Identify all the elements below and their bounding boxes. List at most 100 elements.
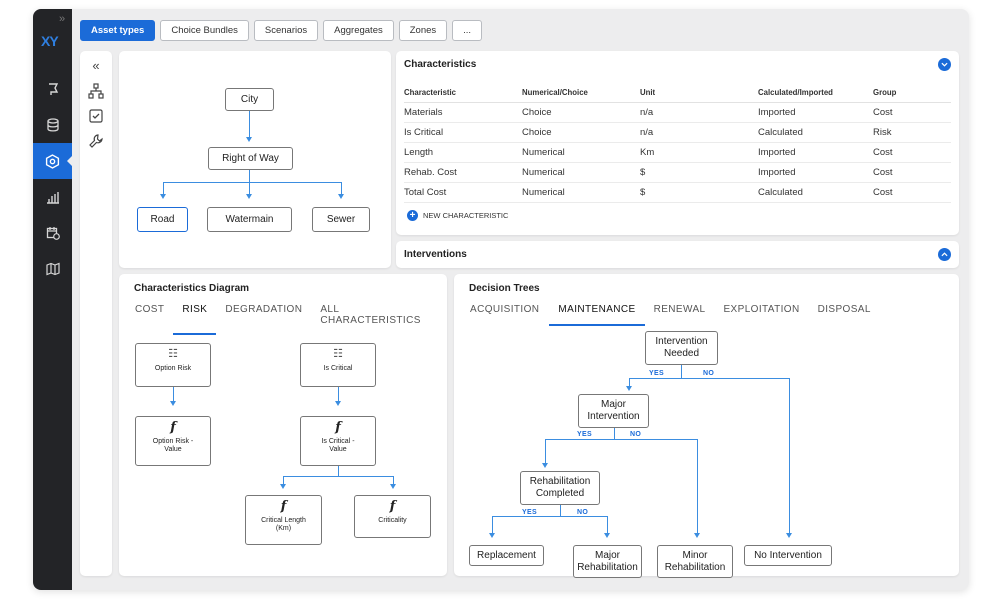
table-cell: Imported	[758, 102, 873, 123]
interventions-panel[interactable]: Interventions	[396, 241, 959, 268]
sidebar-item-flag[interactable]	[33, 71, 72, 107]
characteristics-diagram-title: Characteristics Diagram	[134, 283, 250, 294]
diagram-node-critical-length[interactable]: f Critical Length (Km)	[245, 495, 322, 545]
tab-more[interactable]: ...	[452, 20, 483, 41]
tab-zones[interactable]: Zones	[398, 20, 448, 41]
app-logo: XY	[41, 33, 59, 49]
tab-scenarios[interactable]: Scenarios	[253, 20, 319, 41]
node-label: Critical Length (Km)	[261, 516, 306, 533]
main-sidebar: » XY	[33, 9, 72, 590]
decision-arrow	[626, 386, 632, 391]
decision-trees-panel: Decision Trees ACQUISITION MAINTENANCE R…	[454, 274, 959, 578]
sidebar-item-database[interactable]	[33, 107, 72, 143]
sidebar-item-analytics[interactable]	[33, 179, 72, 215]
diagram-connector	[338, 387, 339, 402]
table-cell: Numerical	[522, 142, 640, 163]
characteristics-diagram-panel: Characteristics Diagram COST RISK DEGRAD…	[119, 274, 447, 576]
tree-connector	[249, 111, 250, 138]
table-row[interactable]: Is Critical Choice n/a Calculated Risk	[404, 122, 951, 143]
hierarchy-icon[interactable]	[88, 83, 104, 99]
table-row[interactable]: Rehab. Cost Numerical $ Imported Cost	[404, 162, 951, 183]
diagram-node-is-critical-value[interactable]: f Is Critical - Value	[300, 416, 376, 466]
app-window: » XY Asset types Choice Bundles Scenario…	[33, 9, 969, 590]
table-cell: Total Cost	[404, 182, 522, 203]
tab-risk[interactable]: RISK	[173, 304, 217, 335]
collapse-panel-icon[interactable]: «	[92, 58, 100, 73]
table-cell: Choice	[522, 102, 640, 123]
diagram-node-option-risk-value[interactable]: f Option Risk - Value	[135, 416, 211, 466]
tab-maintenance[interactable]: MAINTENANCE	[549, 304, 645, 326]
column-header[interactable]: Numerical/Choice	[522, 84, 640, 103]
tree-leaf-minor-rehabilitation[interactable]: Minor Rehabilitation	[657, 545, 733, 578]
column-header[interactable]: Calculated/Imported	[758, 84, 873, 103]
table-row[interactable]: Total Cost Numerical $ Calculated Cost	[404, 182, 951, 203]
table-cell: Numerical	[522, 182, 640, 203]
tree-leaf-no-intervention[interactable]: No Intervention	[744, 545, 832, 566]
table-cell: Rehab. Cost	[404, 162, 522, 183]
sidebar-item-asset-types[interactable]	[33, 143, 72, 179]
tab-renewal[interactable]: RENEWAL	[653, 304, 706, 315]
decision-arrow	[489, 533, 495, 538]
tab-all-characteristics[interactable]: ALL CHARACTERISTICS	[320, 304, 421, 326]
wrench-icon[interactable]	[88, 133, 104, 149]
diagram-node-criticality[interactable]: f Criticality	[354, 495, 431, 538]
node-label: Option Risk - Value	[152, 437, 194, 454]
characteristics-panel: Characteristics Characteristic Numerical…	[396, 51, 959, 235]
tool-column: «	[80, 51, 112, 576]
table-cell: Risk	[873, 122, 951, 143]
tab-choice-bundles[interactable]: Choice Bundles	[160, 20, 249, 41]
decision-connector	[629, 378, 630, 387]
tree-node-major-intervention[interactable]: Major Intervention	[578, 394, 649, 428]
column-header[interactable]: Characteristic	[404, 84, 522, 103]
tree-connector	[163, 182, 164, 194]
tree-node-city[interactable]: City	[225, 88, 274, 111]
diagram-node-is-critical[interactable]: ☷ Is Critical	[300, 343, 376, 387]
tree-node-watermain[interactable]: Watermain	[207, 207, 292, 232]
column-header[interactable]: Group	[873, 84, 951, 103]
table-row[interactable]: Materials Choice n/a Imported Cost	[404, 102, 951, 123]
column-header[interactable]: Unit	[640, 84, 758, 103]
interventions-title: Interventions	[404, 249, 467, 260]
decision-connector	[492, 516, 493, 533]
tree-arrow	[338, 194, 344, 199]
diagram-node-option-risk[interactable]: ☷ Option Risk	[135, 343, 211, 387]
tab-cost[interactable]: COST	[135, 304, 165, 315]
tab-aggregates[interactable]: Aggregates	[323, 20, 394, 41]
tree-node-right-of-way[interactable]: Right of Way	[208, 147, 293, 170]
expand-interventions-button[interactable]	[938, 248, 951, 261]
sidebar-item-schedule[interactable]	[33, 215, 72, 251]
tab-acquisition[interactable]: ACQUISITION	[470, 304, 540, 315]
tab-disposal[interactable]: DISPOSAL	[817, 304, 871, 315]
table-row[interactable]: Length Numerical Km Imported Cost	[404, 142, 951, 163]
decision-arrow	[542, 463, 548, 468]
new-characteristic-button[interactable]: + NEW CHARACTERISTIC	[407, 210, 508, 221]
table-cell: Km	[640, 142, 758, 163]
tree-arrow	[160, 194, 166, 199]
table-cell: Cost	[873, 142, 951, 163]
tree-node-intervention-needed[interactable]: Intervention Needed	[645, 331, 718, 365]
new-characteristic-label: NEW CHARACTERISTIC	[423, 211, 509, 220]
cube-settings-icon	[45, 153, 60, 169]
checklist-icon[interactable]	[88, 108, 104, 124]
table-cell: Materials	[404, 102, 522, 123]
tab-degradation[interactable]: DEGRADATION	[225, 304, 303, 315]
sidebar-item-map[interactable]	[33, 251, 72, 287]
top-tabs: Asset types Choice Bundles Scenarios Agg…	[80, 20, 483, 41]
expand-sidebar-icon[interactable]: »	[59, 13, 66, 25]
tree-leaf-replacement[interactable]: Replacement	[469, 545, 544, 566]
asset-tree-panel: City Right of Way Road Watermain Sewer	[119, 51, 391, 268]
chevron-down-icon	[941, 62, 948, 67]
tab-exploitation[interactable]: EXPLOITATION	[723, 304, 800, 315]
table-cell: Cost	[873, 102, 951, 123]
tree-leaf-major-rehabilitation[interactable]: Major Rehabilitation	[573, 545, 642, 578]
no-label: NO	[703, 370, 715, 377]
map-icon	[45, 262, 60, 276]
collapse-characteristics-button[interactable]	[938, 58, 951, 71]
decision-connector	[545, 439, 546, 464]
tree-node-sewer[interactable]: Sewer	[312, 207, 370, 232]
tree-node-rehabilitation-completed[interactable]: Rehabilitation Completed	[520, 471, 600, 505]
tree-node-road[interactable]: Road	[137, 207, 188, 232]
decision-connector	[629, 378, 790, 379]
decision-connector	[560, 505, 561, 516]
tab-asset-types[interactable]: Asset types	[80, 20, 156, 41]
